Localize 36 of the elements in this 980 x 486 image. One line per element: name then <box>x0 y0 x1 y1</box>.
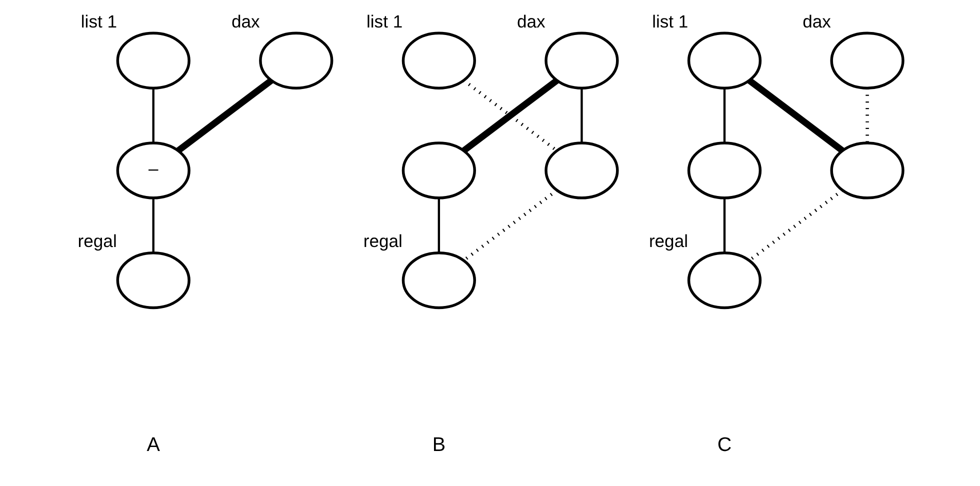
label: A <box>146 433 160 456</box>
connector <box>438 198 440 252</box>
node-label: dax <box>802 10 831 31</box>
node-ellipse <box>402 250 476 309</box>
node-ellipse <box>402 141 476 199</box>
node-ellipse <box>687 31 762 89</box>
node-ellipse <box>544 31 619 89</box>
connector <box>748 188 844 262</box>
node-label: list 1 <box>366 10 403 31</box>
connector <box>152 88 154 142</box>
node-label: dax <box>231 10 260 31</box>
node-label: regal <box>78 230 117 251</box>
connector <box>747 77 844 153</box>
connector <box>723 198 726 252</box>
node-ellipse: – <box>116 141 190 199</box>
node-ellipse <box>830 141 904 199</box>
label: B <box>432 433 446 456</box>
node-label: regal <box>363 230 402 251</box>
node-ellipse <box>687 141 762 199</box>
node-label: list 1 <box>652 10 688 31</box>
node-ellipse <box>116 31 190 89</box>
node-ellipse <box>259 31 334 89</box>
node-label: list 1 <box>80 10 118 31</box>
connector <box>152 198 154 252</box>
node-ellipse <box>544 141 619 199</box>
connector <box>723 88 726 142</box>
node-label: dax <box>517 10 546 31</box>
node-ellipse <box>116 250 190 309</box>
connector <box>176 77 274 153</box>
node-ellipse <box>830 31 904 89</box>
label: C <box>717 433 732 456</box>
connector <box>580 88 583 142</box>
node-ellipse <box>402 31 476 89</box>
connector <box>463 188 558 262</box>
node-ellipse <box>687 250 762 309</box>
node-label: regal <box>648 230 688 251</box>
